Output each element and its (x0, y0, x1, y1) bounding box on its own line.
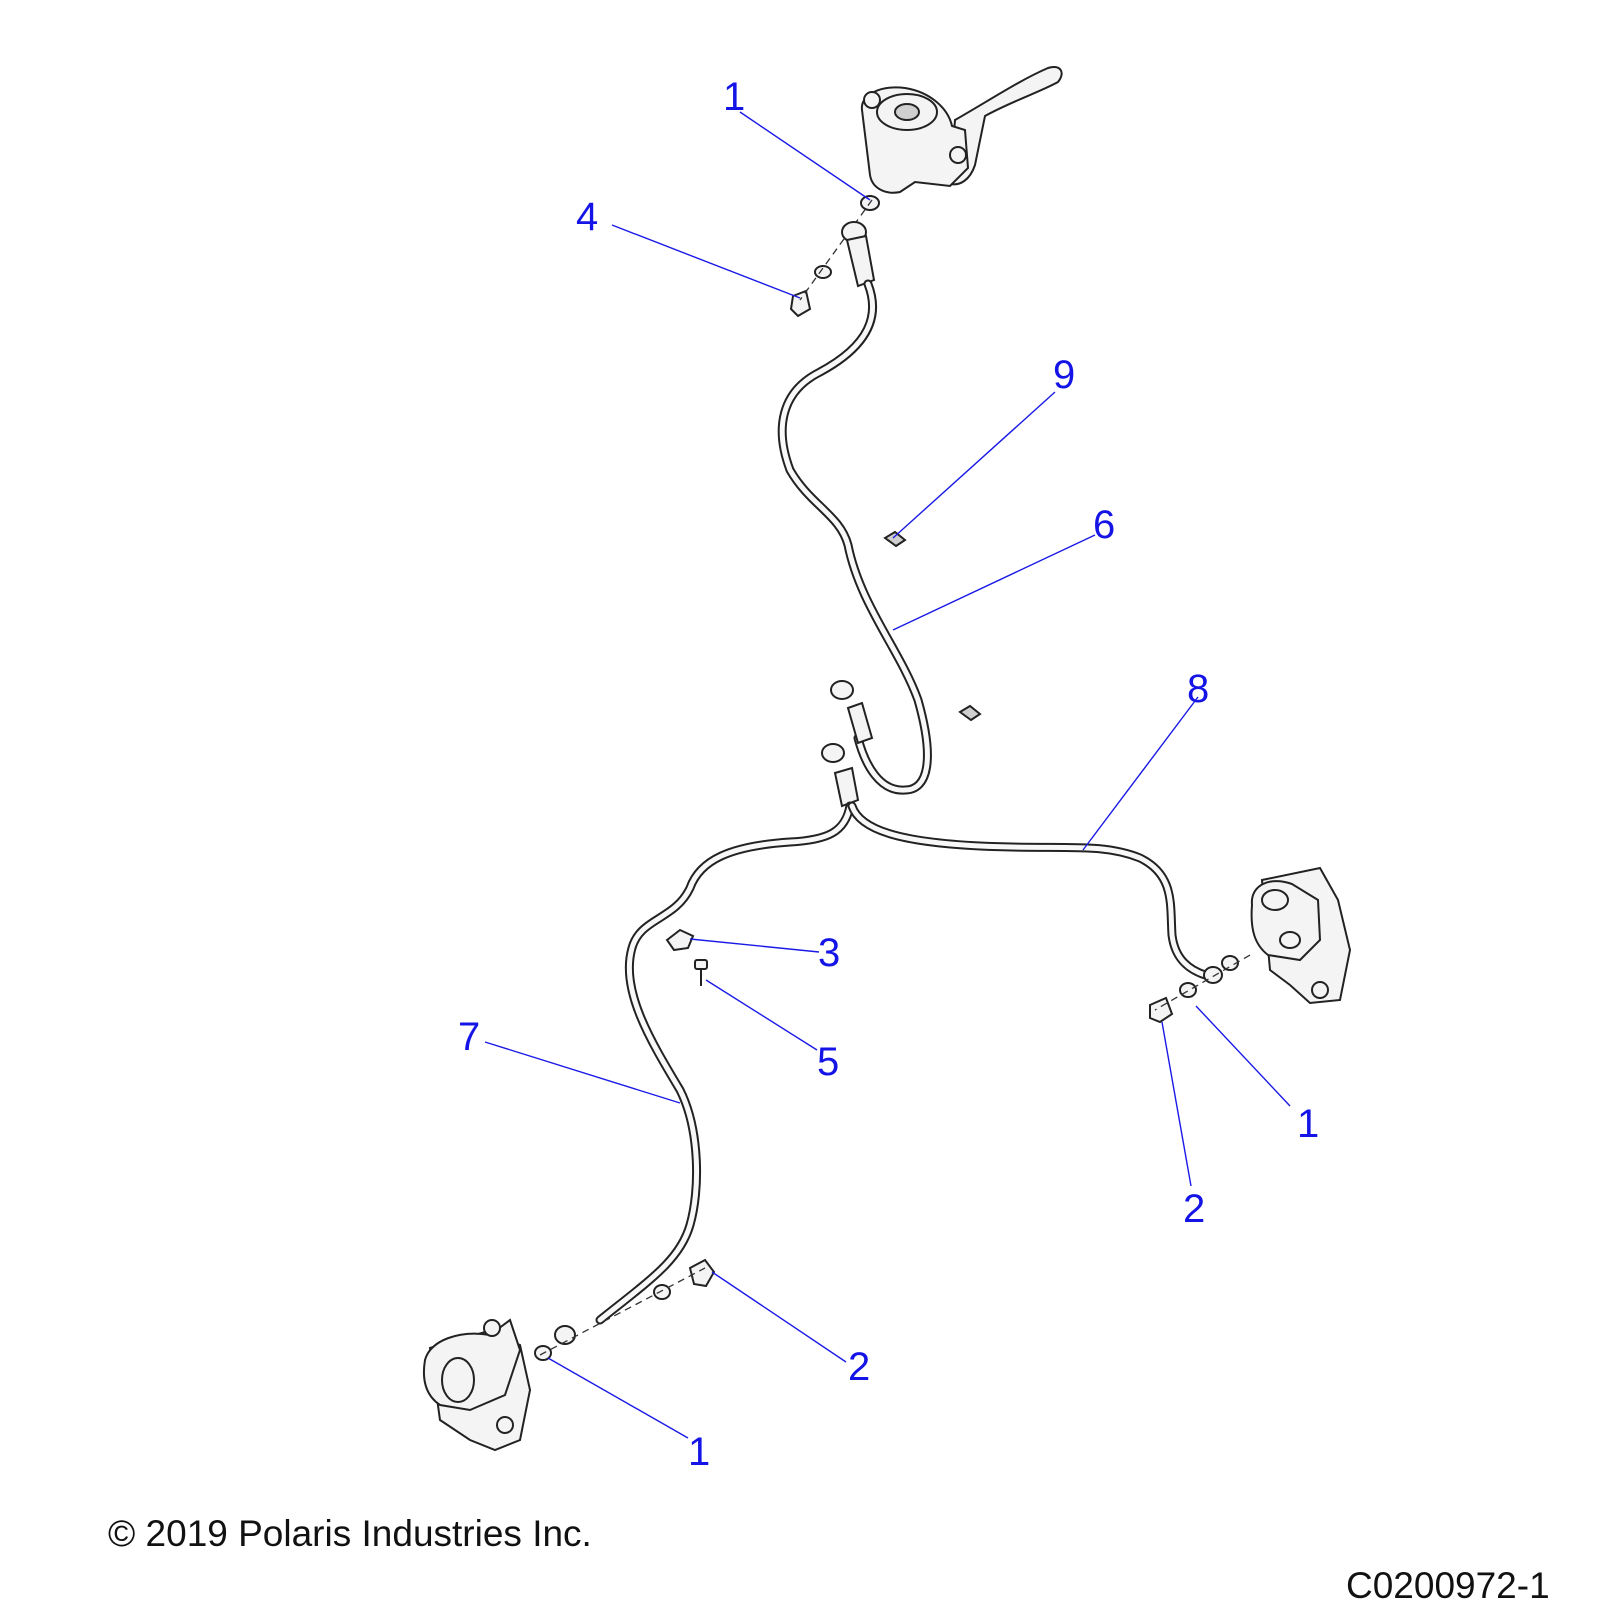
banjo-bolt-left (688, 1258, 716, 1288)
master-cylinder-assembly (860, 66, 1063, 194)
callout-6: 6 (1093, 503, 1115, 547)
brake-hose-7 (595, 801, 855, 1325)
sealing-washer-right-inner (1221, 955, 1239, 971)
sealing-washer-left-outer (653, 1284, 671, 1300)
brake-hose-8 (847, 801, 1210, 980)
callout-8: 8 (1187, 667, 1209, 711)
figure-id: C0200972-1 (1346, 1565, 1550, 1600)
right-brake-caliper (1250, 866, 1352, 1005)
assembly-centerline-top (799, 199, 873, 301)
callout-labels: 1 4 9 6 8 3 5 7 1 2 2 1 (458, 75, 1319, 1474)
bleeder-screw-5 (694, 959, 708, 986)
clamp-screw (863, 91, 881, 109)
callout-2-left: 2 (848, 1345, 870, 1389)
sealing-washer-banjo-top (814, 265, 832, 279)
assembly-centerline-right (1154, 954, 1251, 1011)
callout-1-right: 1 (1297, 1102, 1319, 1146)
left-caliper-port (483, 1319, 501, 1337)
banjo-fitting-right (1203, 966, 1223, 984)
banjo-fitting-mid (830, 680, 854, 700)
left-brake-caliper (422, 1318, 532, 1452)
bleeder-cap-3 (665, 928, 695, 952)
callout-1-top: 1 (723, 75, 745, 119)
left-caliper-piston (441, 1357, 475, 1403)
right-caliper-piston (1261, 889, 1289, 911)
hose-clip-upper (883, 530, 907, 548)
banjo-fitting-left (554, 1325, 576, 1345)
left-bracket-hole (496, 1416, 514, 1434)
hose-ferrule-top (845, 234, 876, 288)
sealing-washer-right-outer (1179, 982, 1197, 998)
callout-4: 4 (576, 195, 598, 239)
callout-5: 5 (817, 1040, 839, 1084)
banjo-bolt-right (1149, 996, 1174, 1024)
lever-pivot (949, 146, 967, 164)
right-caliper-port (1279, 931, 1301, 949)
callout-1-left: 1 (688, 1430, 710, 1474)
leader-lines (484, 111, 1291, 1439)
callout-7: 7 (458, 1015, 480, 1059)
copyright-notice: © 2019 Polaris Industries Inc. (108, 1513, 592, 1554)
callout-3: 3 (818, 931, 840, 975)
hose-clip-lower (958, 704, 982, 722)
hose-ferrule-mid (846, 701, 874, 745)
reservoir-cap-center (894, 103, 920, 121)
callout-2-right: 2 (1183, 1187, 1205, 1231)
splitter-block (833, 766, 860, 808)
assembly-centerline-left (539, 1267, 706, 1356)
callout-9: 9 (1053, 353, 1075, 397)
banjo-bolt-top (789, 289, 812, 318)
banjo-fitting-splitter (821, 743, 845, 763)
right-bracket-hole (1311, 981, 1329, 999)
